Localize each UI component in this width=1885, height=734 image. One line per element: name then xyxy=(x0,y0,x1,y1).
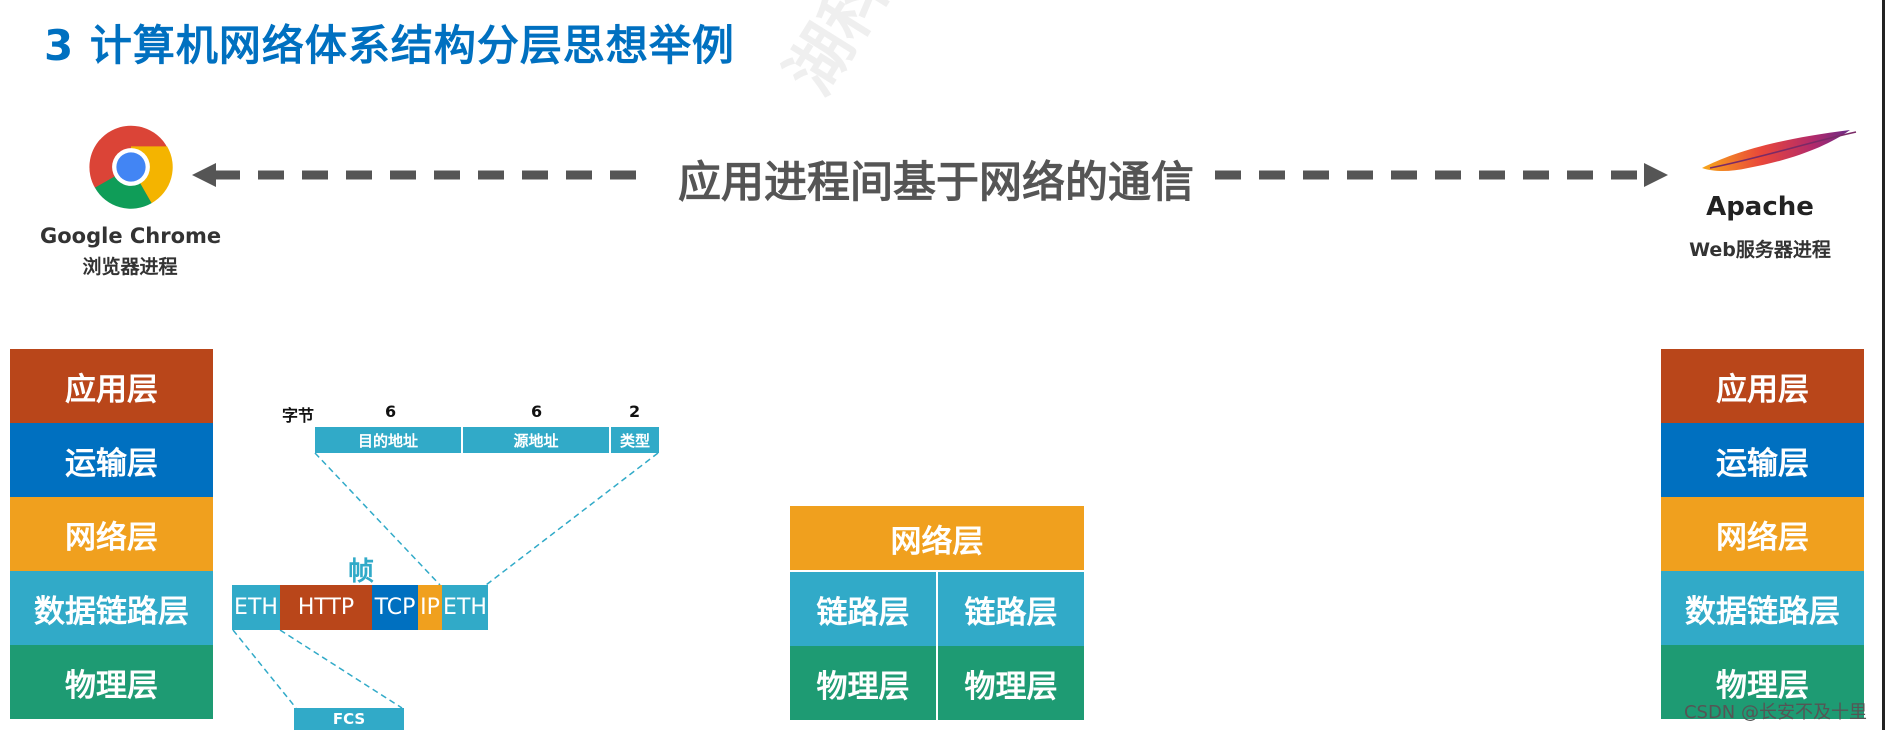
frame-cell-ip: IP xyxy=(418,585,442,630)
right-host-subtitle: Web服务器进程 xyxy=(1689,239,1831,261)
csdn-attribution: CSDN @长安不及十里 xyxy=(1683,702,1867,723)
left-layer-physical: 物理层 xyxy=(10,645,213,719)
left-layer-application: 应用层 xyxy=(10,349,213,423)
right-host-name: Apache xyxy=(1706,192,1814,222)
left-layer-transport: 运输层 xyxy=(10,423,213,497)
watermark: 湖科大教书匠 https://space.bilibili.com/360996… xyxy=(760,0,1885,109)
router-layer-network: 网络层 xyxy=(790,506,1084,570)
right-layer-application: 应用层 xyxy=(1661,349,1864,423)
left-host-name: Google Chrome xyxy=(40,224,222,248)
frame-cell-http: HTTP xyxy=(280,585,372,630)
right-layer-network: 网络层 xyxy=(1661,497,1864,571)
header-size-dest: 6 xyxy=(385,402,397,421)
header-field-src: 源地址 xyxy=(463,427,609,453)
right-layer-datalink: 数据链路层 xyxy=(1661,571,1864,645)
frame-label: 帧 xyxy=(348,557,375,587)
frame-cell-eth-header: ETH xyxy=(232,585,280,630)
frame-cell-tcp: TCP xyxy=(372,585,418,630)
right-layer-transport: 运输层 xyxy=(1661,423,1864,497)
left-layer-datalink: 数据链路层 xyxy=(10,571,213,645)
frame-cell-eth-trailer: ETH xyxy=(442,585,488,630)
slide-title: 3 计算机网络体系结构分层思想举例 xyxy=(44,21,735,70)
right-layer-physical: 物理层 xyxy=(1661,645,1864,719)
header-field-type: 类型 xyxy=(611,427,659,453)
header-size-type: 2 xyxy=(629,402,641,421)
communication-label: 应用进程间基于网络的通信 xyxy=(678,158,1194,208)
left-layer-network: 网络层 xyxy=(10,497,213,571)
left-host-subtitle: 浏览器进程 xyxy=(82,256,178,278)
header-field-dest: 目的地址 xyxy=(315,427,461,453)
frame-connector-lines xyxy=(230,452,670,730)
communication-arrow xyxy=(190,160,1670,190)
router-layer-phy-left: 物理层 xyxy=(790,646,936,720)
chrome-icon xyxy=(88,124,174,210)
router-layer-phy-right: 物理层 xyxy=(938,646,1084,720)
router-layer-link-right: 链路层 xyxy=(938,572,1084,646)
frame-trailer-fcs: FCS xyxy=(294,708,404,730)
router-layer-link-left: 链路层 xyxy=(790,572,936,646)
header-size-src: 6 xyxy=(531,402,543,421)
header-unit-label: 字节 xyxy=(282,406,315,425)
window-edge xyxy=(1882,0,1885,730)
apache-feather-icon xyxy=(1700,124,1860,184)
